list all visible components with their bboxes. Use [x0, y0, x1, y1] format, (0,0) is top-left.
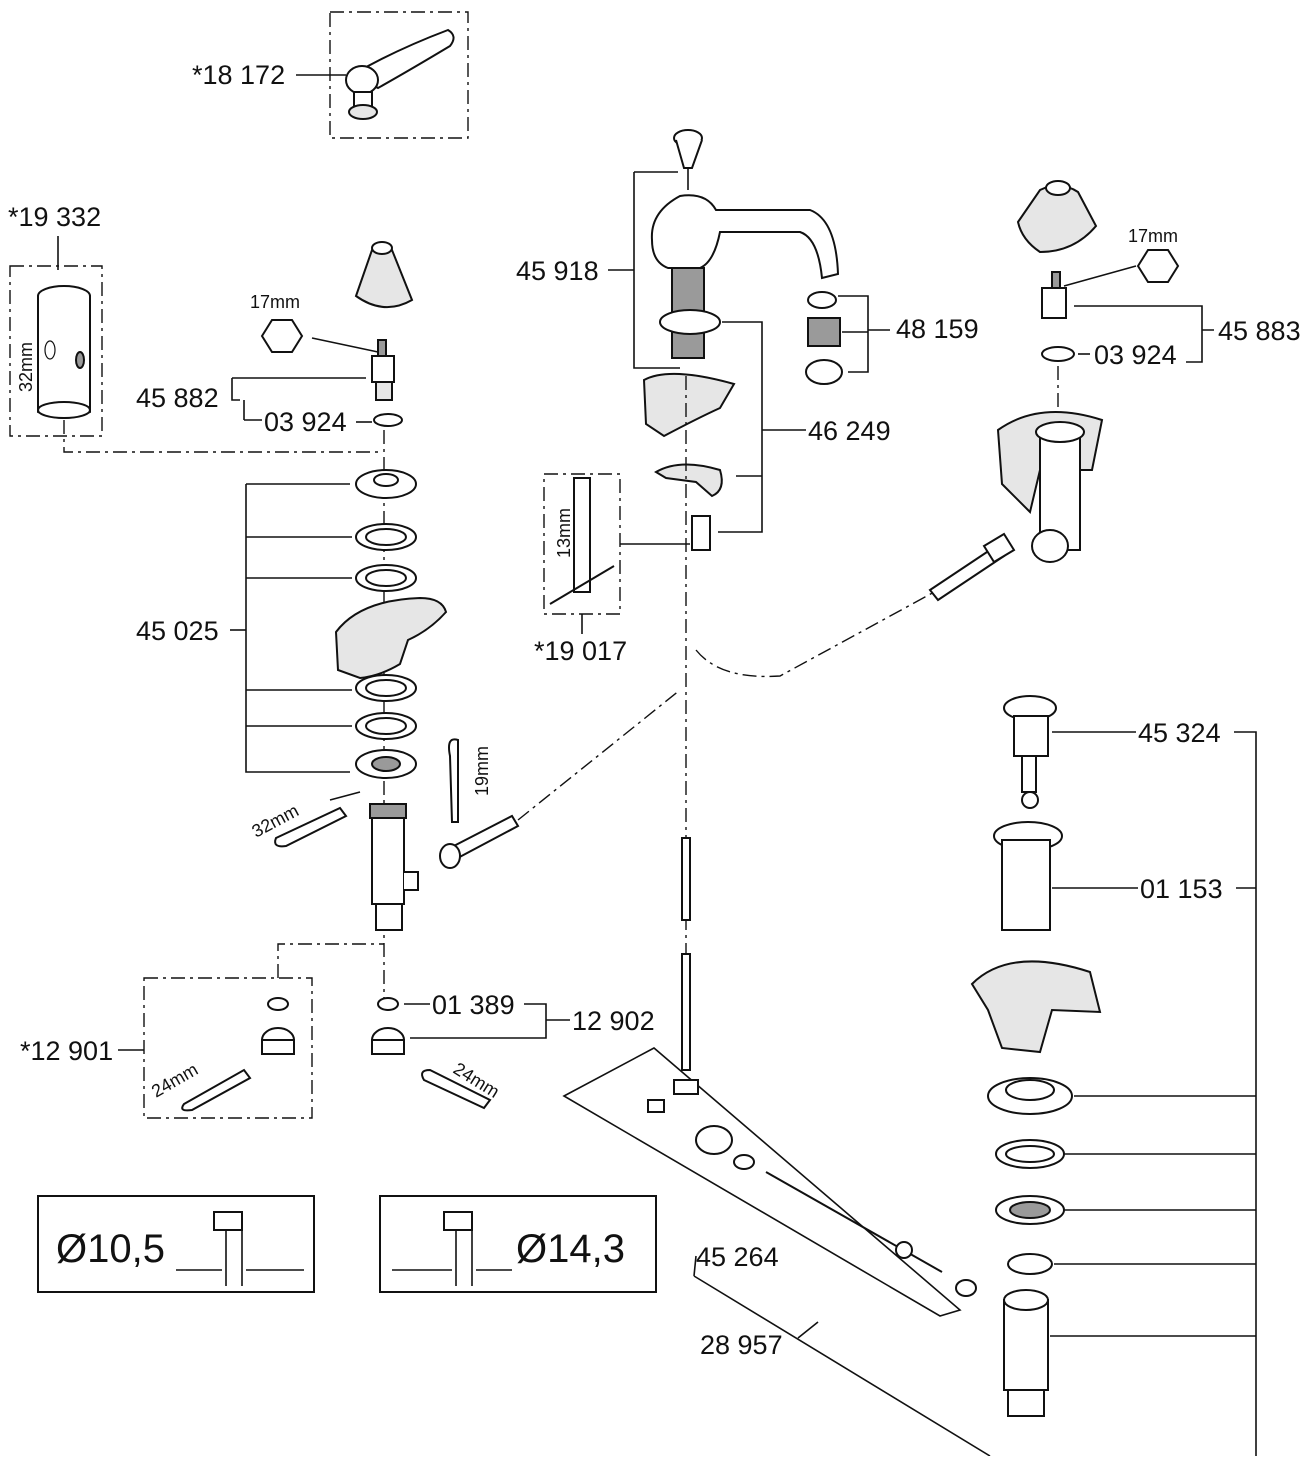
label-46249: 46 249 — [808, 416, 891, 446]
dim-17mm-right: 17mm — [1128, 226, 1178, 246]
label-19017: *19 017 — [534, 636, 627, 666]
label-45918: 45 918 — [516, 256, 599, 286]
left-valve-assembly: 17mm 45 882 03 924 45 025 — [136, 241, 681, 1000]
lever-handle-inset: *18 172 — [192, 11, 469, 139]
diameter-10-5: Ø10,5 — [56, 1227, 165, 1271]
label-45264: 45 264 — [696, 1242, 779, 1272]
dim-24mm-left: 24mm — [148, 1059, 201, 1101]
label-12902: 12 902 — [572, 1006, 655, 1036]
diameter-box-left: Ø10,5 — [37, 1195, 315, 1293]
label-03924-right: 03 924 — [1094, 340, 1177, 370]
compression-fitting-inset: *12 901 24mm 01 389 12 902 24mm — [20, 943, 655, 1119]
lift-rod-linkage: 45 264 28 957 — [562, 1047, 991, 1457]
extension-sleeve-inset: *19 332 32mm — [8, 202, 380, 453]
label-19332: *19 332 — [8, 202, 101, 232]
label-01389: 01 389 — [432, 990, 515, 1020]
dim-32mm-sleeve: 32mm — [16, 342, 36, 392]
dim-19mm-wrench: 19mm — [472, 746, 492, 796]
diameter-14-3: Ø14,3 — [516, 1227, 625, 1271]
label-18172: *18 172 — [192, 60, 285, 90]
diameter-box-right: Ø14,3 — [379, 1195, 657, 1293]
label-12901: *12 901 — [20, 1036, 113, 1066]
label-45882: 45 882 — [136, 383, 219, 413]
label-03924-left: 03 924 — [264, 407, 347, 437]
label-45025: 45 025 — [136, 616, 219, 646]
label-01153: 01 153 — [1140, 874, 1223, 904]
label-45324: 45 324 — [1138, 718, 1221, 748]
tool-inset: 13mm *19 017 — [534, 473, 690, 666]
dim-17mm-left: 17mm — [250, 292, 300, 312]
center-spout-assembly: 45 918 48 159 46 249 — [516, 129, 1005, 1071]
dim-13mm-tool: 13mm — [554, 508, 574, 558]
label-45883: 45 883 — [1218, 316, 1301, 346]
label-48159: 48 159 — [896, 314, 979, 344]
pop-up-drain-assembly: 45 324 01 153 — [970, 695, 1257, 1456]
right-valve-assembly: 17mm 45 883 03 924 — [928, 180, 1301, 602]
label-28957: 28 957 — [700, 1330, 783, 1360]
